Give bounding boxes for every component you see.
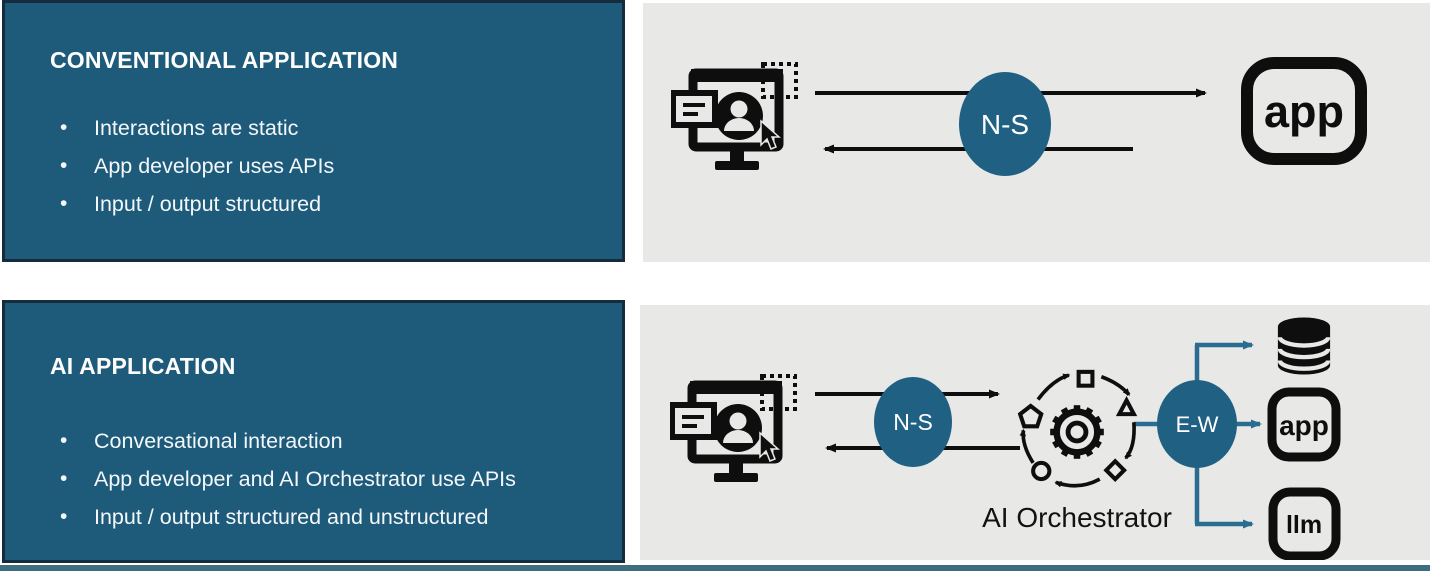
bullet-item: Conversational interaction [50,422,602,460]
conventional-diagram: N-S app [643,57,1367,176]
ai-application-box: AI APPLICATION Conversational interactio… [2,300,625,563]
bullet-item: Input / output structured [50,185,602,223]
north-south-gateway-label: N-S [893,409,933,435]
database-icon [1278,317,1330,374]
east-west-gateway-node [1157,380,1237,468]
user-on-computer-icon [672,376,795,482]
user-on-computer-icon [673,64,796,170]
east-west-gateway-label: E-W [1176,412,1219,437]
bullet-item: Interactions are static [50,109,602,147]
app-label: app [1264,86,1344,137]
app-label: app [1279,410,1329,441]
bullet-item: App developer and AI Orchestrator use AP… [50,460,602,498]
footer-accent-bar [0,565,1430,571]
ai-bullets: Conversational interaction App developer… [50,422,602,536]
app-icon [1241,57,1367,165]
bullet-item: Input / output structured and unstructur… [50,498,602,536]
llm-icon [1268,487,1341,560]
bullet-item: App developer uses APIs [50,147,602,185]
conventional-diagram-panel: N-S app [643,3,1430,262]
north-south-gateway-node [959,72,1051,176]
ai-diagram-panel: N-S AI Orchestrator E-W app llm [640,305,1430,560]
conventional-title: CONVENTIONAL APPLICATION [50,47,399,73]
gear-cycle-icon [1020,372,1134,486]
app-icon [1267,387,1341,462]
conventional-application-box: CONVENTIONAL APPLICATION Interactions ar… [2,0,625,262]
north-south-gateway-label: N-S [981,109,1029,140]
conventional-bullets: Interactions are static App developer us… [50,109,602,223]
orchestrator-label: AI Orchestrator [982,502,1172,533]
ai-diagram: N-S AI Orchestrator E-W app llm [640,305,1341,560]
north-south-gateway-node [874,377,952,467]
llm-label: llm [1286,511,1322,539]
ai-title: AI APPLICATION [50,353,236,379]
